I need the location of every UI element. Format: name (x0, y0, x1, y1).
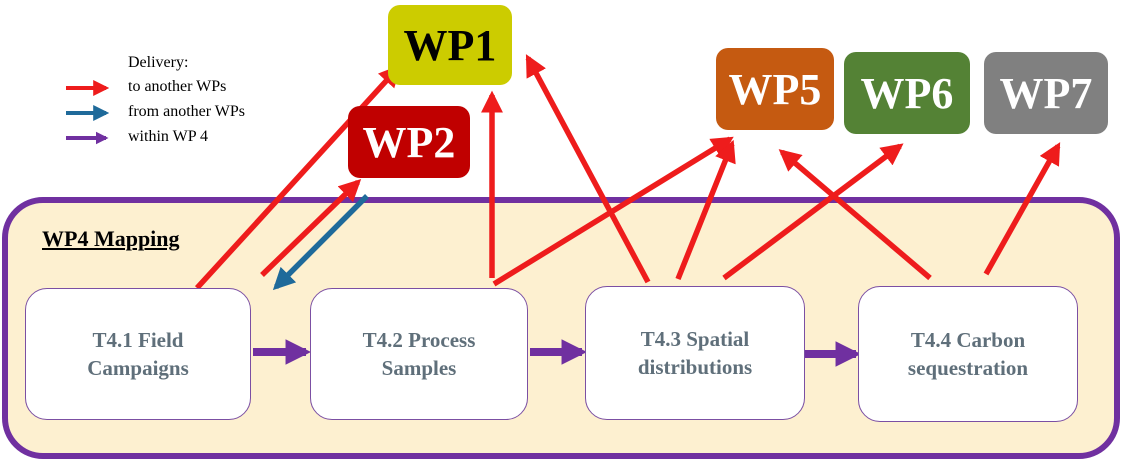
wp7-label: WP7 (999, 68, 1093, 118)
wp1-box: WP1 (388, 5, 512, 85)
legend-arrows (66, 80, 110, 145)
wp6-label: WP6 (860, 68, 954, 118)
arrow-wp2-to-t41 (272, 194, 369, 291)
legend-title: Delivery: (128, 54, 189, 71)
wp1-label: WP1 (403, 20, 497, 70)
task-t44-label: T4.4 Carbon sequestration (907, 328, 1029, 380)
wp2-box: WP2 (348, 106, 470, 178)
arrow-t44-to-wp5 (778, 149, 932, 281)
legend-item-within: within WP 4 (128, 128, 209, 145)
arrow-t43-to-wp1 (525, 54, 651, 284)
arrow-t43-to-wp6 (722, 143, 904, 281)
task-t42-label: T4.2 Process Samples (362, 328, 476, 380)
legend-item-to: to another WPs (128, 78, 227, 95)
arrow-t41-to-wp1 (194, 64, 401, 290)
task-t44-box: T4.4 Carbon sequestration (858, 286, 1078, 422)
wp6-box: WP6 (844, 52, 970, 134)
task-t43-box: T4.3 Spatial distributions (585, 286, 805, 420)
wp5-label: WP5 (728, 64, 822, 114)
frame-title: WP4 Mapping (42, 226, 180, 251)
task-t41-box: T4.1 Field Campaigns (25, 288, 251, 420)
wp2-label: WP2 (362, 117, 456, 167)
delivery-arrows (194, 54, 1061, 367)
legend-item-from: from another WPs (128, 103, 246, 120)
task-t43-label: T4.3 Spatial distributions (637, 327, 753, 379)
task-t41-label: T4.1 Field Campaigns (87, 328, 189, 380)
arrow-t43-to-wp5 (675, 139, 736, 281)
task-t42-box: T4.2 Process Samples (310, 288, 528, 420)
arrow-t41-to-wp2 (260, 178, 362, 277)
arrow-t44-to-wp7 (983, 142, 1061, 276)
wp5-box: WP5 (716, 48, 834, 130)
wp4-frame (2, 197, 1120, 459)
wp7-box: WP7 (984, 52, 1108, 134)
